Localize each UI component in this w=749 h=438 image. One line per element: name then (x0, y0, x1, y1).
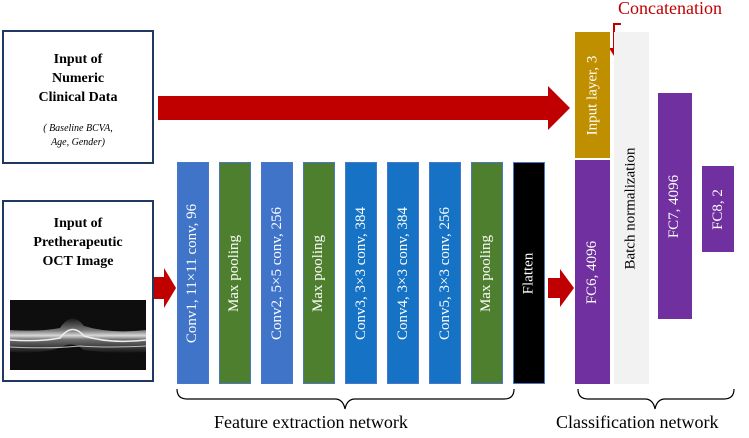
flatten-label: Flatten (520, 252, 537, 294)
maxpool2-label: Max pooling (310, 234, 327, 312)
batch-normalization-label: Batch normalization (623, 146, 640, 270)
maxpool3-label: Max pooling (478, 234, 495, 312)
maxpool2-layer: Max pooling (303, 162, 335, 384)
fc6-label: FC6, 4096 (584, 240, 601, 304)
fc7-label: FC7, 4096 (666, 174, 683, 238)
flatten-layer: Flatten (513, 162, 545, 384)
classification-bracket (577, 388, 735, 410)
classification-network-label: Classification network (556, 412, 719, 432)
image-input-title-2: Pretherapeutic (33, 235, 123, 250)
maxpool1-layer: Max pooling (219, 162, 251, 384)
image-input-box: Input of Pretherapeutic OCT Image (2, 200, 154, 382)
maxpool3-layer: Max pooling (471, 162, 503, 384)
fc8-label: FC8, 2 (709, 188, 726, 230)
feature-extraction-network-label: Feature extraction network (214, 412, 408, 432)
conv3-layer: Conv3, 3×3 conv, 384 (345, 162, 377, 384)
feature-bracket (176, 388, 515, 410)
image-input-title-1: Input of (53, 216, 103, 231)
numeric-input-box: Input of Numeric Clinical Data ( Baselin… (2, 30, 154, 164)
input-layer-label: Input layer, 3 (584, 55, 601, 135)
conv5-layer: Conv5, 3×3 conv, 256 (429, 162, 461, 384)
conv1-label: Conv1, 11×11 conv, 96 (184, 203, 201, 343)
conv5-label: Conv5, 3×3 conv, 256 (436, 206, 453, 340)
concatenation-label: Concatenation (618, 0, 722, 18)
numeric-input-title-1: Input of (53, 52, 103, 67)
conv1-layer: Conv1, 11×11 conv, 96 (177, 162, 209, 384)
numeric-to-input-arrow (158, 86, 570, 130)
flatten-to-fc6-arrow (548, 269, 574, 307)
numeric-input-subtitle-1: ( Baseline BCVA, (43, 123, 113, 134)
fc8-layer: FC8, 2 (702, 166, 734, 252)
numeric-input-title-3: Clinical Data (38, 90, 118, 105)
numeric-input-title-2: Numeric (51, 71, 105, 86)
oct-scan-image (10, 300, 146, 370)
maxpool1-label: Max pooling (226, 234, 243, 312)
conv2-label: Conv2, 5×5 conv, 256 (268, 206, 285, 340)
image-to-conv-arrow (154, 268, 176, 308)
conv4-layer: Conv4, 3×3 conv, 384 (387, 162, 419, 384)
fc6-layer: FC6, 4096 (575, 160, 610, 384)
conv2-layer: Conv2, 5×5 conv, 256 (261, 162, 293, 384)
fc7-layer: FC7, 4096 (658, 93, 692, 319)
batch-normalization-layer: Batch normalization (614, 32, 649, 384)
numeric-input-subtitle-2: Age, Gender) (51, 137, 105, 148)
conv4-label: Conv4, 3×3 conv, 384 (394, 206, 411, 340)
conv3-label: Conv3, 3×3 conv, 384 (352, 206, 369, 340)
input-layer-3: Input layer, 3 (575, 32, 610, 158)
image-input-title-3: OCT Image (42, 254, 114, 269)
